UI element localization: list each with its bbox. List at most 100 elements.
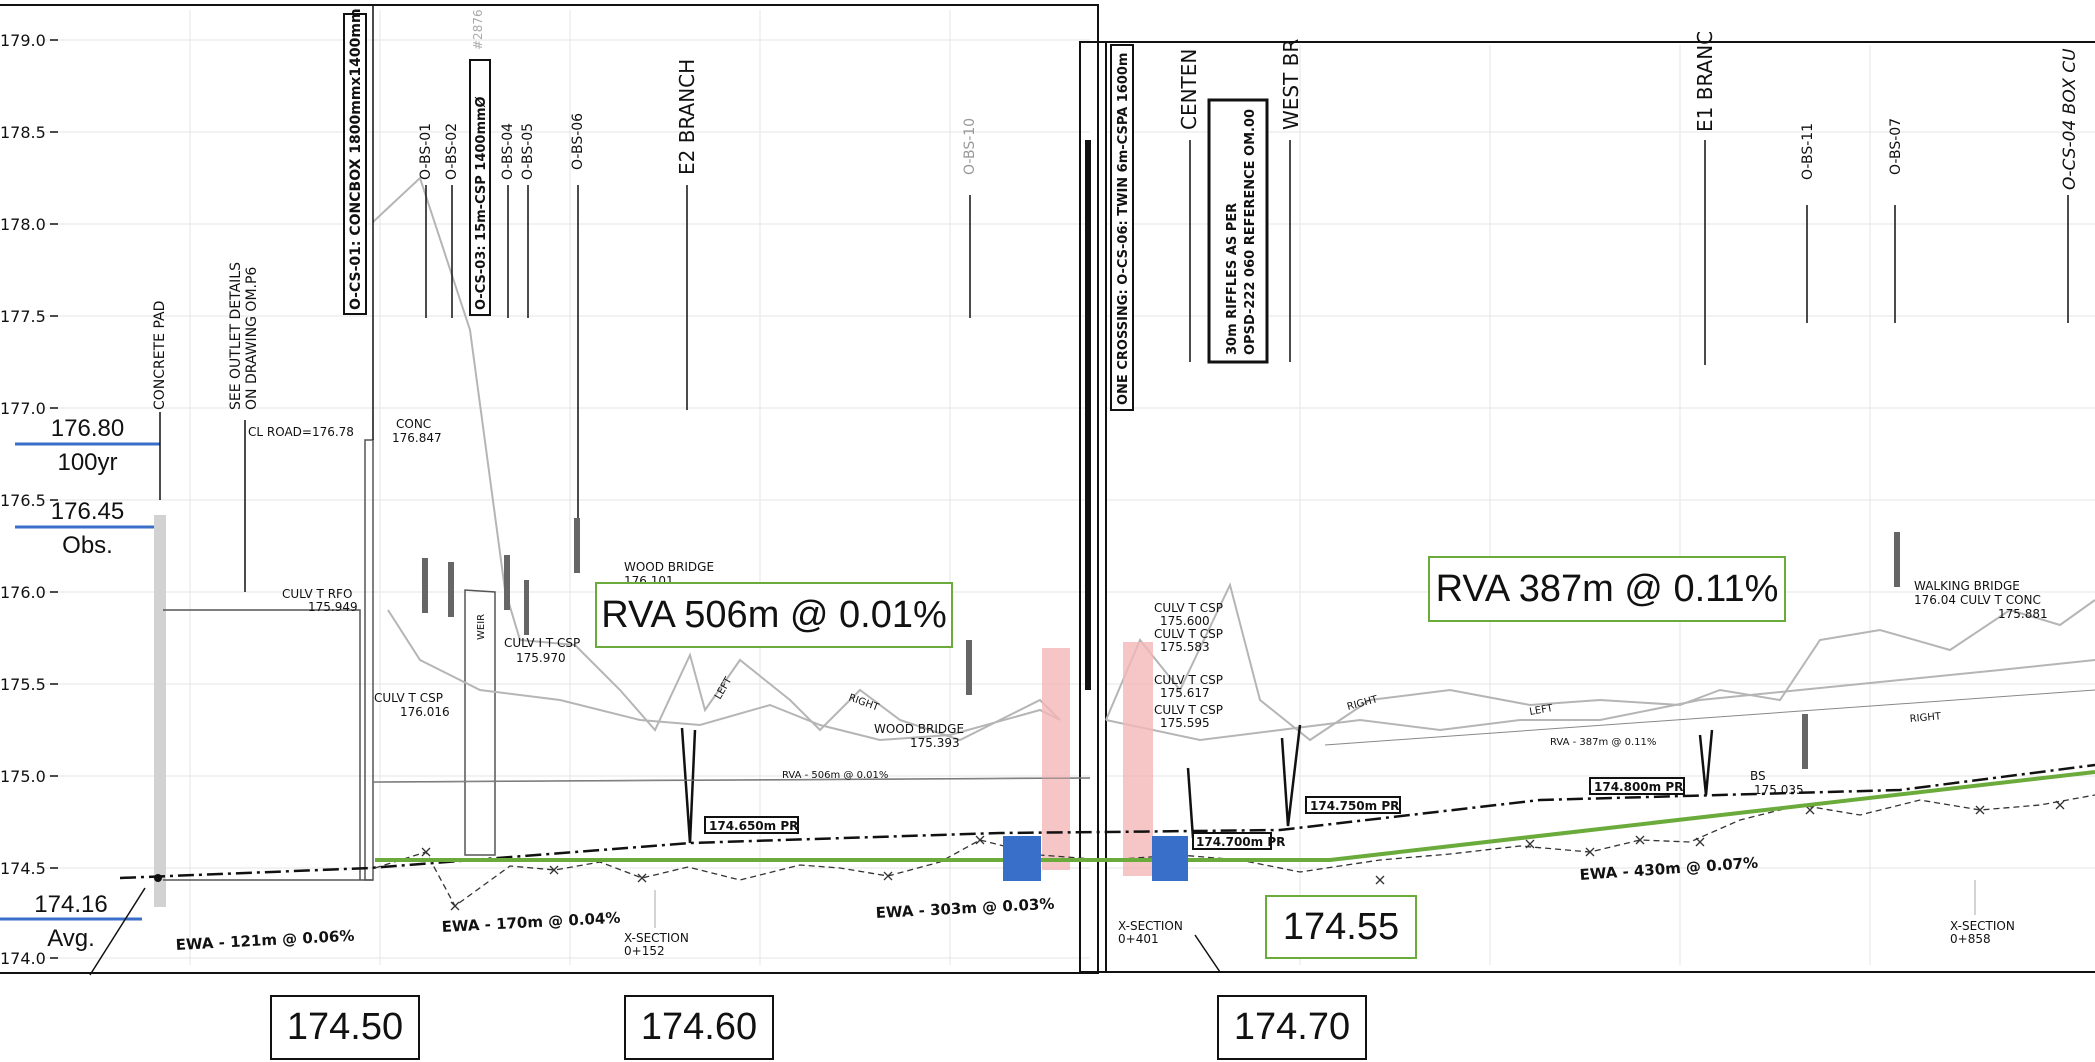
y-tick-label: 176.0 [0,583,46,602]
culv-csp-label: CULV T CSP [1154,627,1223,641]
walking-bridge-label: WALKING BRIDGE [1914,579,2020,593]
cs06-label: ONE CROSSING: O-CS-06: TWIN 6m-CSPA 1600… [1116,53,1131,405]
xsection-chainage: 0+152 [624,944,665,958]
y-tick-label: 175.5 [0,675,46,694]
bs01-label: O-BS-01 [418,123,434,180]
callouts: CL ROAD=176.78 CONC 176.847 CULV T RFO 1… [248,417,2048,797]
conc-value: 176.847 [392,431,442,445]
right-bank-label: RIGHT [847,692,881,713]
y-axis-labels: 179.0 178.5 178.0 177.5 177.0 176.5 176.… [0,31,46,968]
structure-markers [422,518,1900,769]
culv-csp-label: CULV T CSP [1154,703,1223,717]
rva-small-label: RVA - 506m @ 0.01% [782,770,888,781]
culv-csp-value: 176.016 [400,705,450,719]
culv-csp-value: 175.617 [1160,686,1210,700]
pr-tag: 174.750m PR [1310,799,1399,813]
pr-tag: 174.800m PR [1594,780,1683,794]
water-level-label: Avg. [47,925,95,952]
culv-csp-label: CULV T CSP [1154,673,1223,687]
xsection-labels: X-SECTION 0+152 X-SECTION 0+401 X-SECTIO… [624,919,2015,958]
bs-value: 175.035 [1754,783,1804,797]
concrete-pad-label: CONCRETE PAD [152,301,168,410]
rva-green-line [375,770,2095,862]
structure-stems [372,5,971,520]
culvert-box-blue [1003,836,1041,881]
water-level-avg: 174.16 Avg. [0,891,142,953]
grid [40,10,2095,965]
water-level-label: Obs. [62,532,113,559]
outlet-details-label: SEE OUTLET DETAILS [228,262,244,410]
culv-csp-value: 175.970 [516,651,566,665]
wood-bridge-label: WOOD BRIDGE [624,560,714,574]
ground-x-marks [421,800,2065,911]
culv-csp-value: 175.583 [1160,640,1210,654]
riffles-label: OPSD-222 060 REFERENCE OM.00 [1243,109,1258,355]
concrete-pad-bar [154,515,166,907]
culv-conc-label: CULV T CONC [1960,593,2041,607]
water-level-value: 176.80 [50,415,125,442]
water-level-obs: 176.45 Obs. [20,498,155,560]
culv-csp-value: 175.600 [1160,614,1210,628]
bs02-label: O-BS-02 [444,123,460,180]
xsection-chainage: 0+858 [1950,932,1991,946]
y-tick-label: 176.5 [0,491,46,510]
cs06-box [1110,44,1134,411]
riffles-box [1207,98,1269,364]
culv-rfo-value: 175.949 [308,600,358,614]
pr-tag: 174.700m PR [1196,835,1285,849]
cs01-box [343,13,367,315]
right-bank-label: RIGHT [1909,711,1942,725]
walking-bridge-value: 176.04 [1914,593,1956,607]
xsection-label: X-SECTION [1118,919,1183,933]
water-level-lines [0,442,160,921]
right-bank-label: RIGHT [1346,694,1380,713]
y-tick-label: 175.0 [0,767,46,786]
culvert-box-blue [1152,836,1188,881]
e2-branch-label: E2 BRANCH [675,59,699,175]
cl-road-label: CL ROAD=176.78 [248,425,354,439]
pink-zone [1123,642,1153,876]
ewa-slope-label: EWA - 303m @ 0.03% [875,895,1055,922]
xsection-label: X-SECTION [1950,919,2015,933]
bottom-elevation-label: 174.60 [624,995,774,1060]
y-tick-label: 179.0 [0,31,46,50]
cs01-label: O-CS-01: CONCBOX 1800mmx1400mm [348,8,364,310]
ewa-slope-label: EWA - 170m @ 0.04% [441,909,621,936]
pr-tag: 174.650m PR [709,819,798,833]
culv-conc-value: 175.881 [1998,607,2048,621]
bottom-elevation-label: 174.70 [1217,995,1367,1060]
y-tick-label: 178.0 [0,215,46,234]
bs04-label: O-BS-04 [500,123,516,180]
culvert-outlines [163,439,1091,881]
outlet-details-label: ON DRAWING OM.P6 [244,267,260,410]
wood-bridge-label: WOOD BRIDGE [874,722,964,736]
conc-label: CONC [396,417,431,431]
west-br-label: WEST BR [1279,39,1303,130]
water-level-value: 174.16 [34,891,108,918]
cs03-label: O-CS-03: 15m-CSP 1400mmØ [474,96,489,310]
faded-id-label: #2876 [471,9,485,50]
weir-label: WEIR [476,614,487,640]
xsection-label: X-SECTION [624,931,689,945]
bs11-label: O-BS-11 [1800,123,1816,180]
rva-left-annotation: RVA 506m @ 0.01% [595,582,953,648]
left-bank-label: LEFT [1529,703,1555,718]
bs06-label: O-BS-06 [570,113,586,170]
culv-rfo-label: CULV T RFO [282,587,352,601]
y-tick-label: 177.5 [0,307,46,326]
culv-csp-label: CULV T CSP [374,691,443,705]
bs-label: BS [1750,769,1766,783]
e1-branch-label: E1 BRANC [1693,31,1717,132]
bottom-elevation-label: 174.50 [270,995,420,1060]
culv-csp-label: CULV I T CSP [504,636,580,650]
riffles-label: 30m RIFFLES AS PER [1225,203,1240,355]
cs04-label: O-CS-04 BOX CU [2060,48,2080,190]
slope-labels: EWA - 121m @ 0.06% EWA - 170m @ 0.04% EW… [175,854,1758,954]
culv-csp-label: CULV T CSP [1154,601,1223,615]
y-tick-label: 177.0 [0,399,46,418]
xsection-chainage: 0+401 [1118,932,1159,946]
cs03-box [469,59,491,316]
bs10-label: O-BS-10 [962,118,978,175]
water-level-label: 100yr [57,449,118,476]
vertical-labels-left: CONCRETE PAD SEE OUTLET DETAILS ON DRAWI… [152,9,978,410]
